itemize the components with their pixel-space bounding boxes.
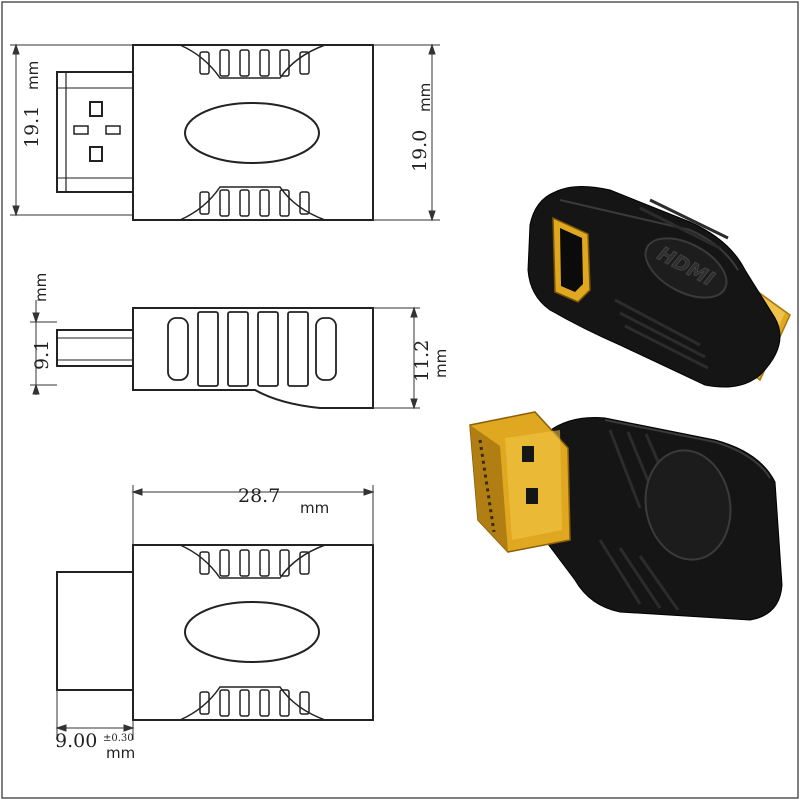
- side-view-right-dimension-value: 11.2: [411, 340, 433, 382]
- adapter-photo-upper: [527, 186, 791, 388]
- top-view-left-dimension-value: 19.1: [21, 106, 43, 148]
- side-view-plug: [56, 329, 134, 367]
- top-view-plug: [56, 71, 134, 193]
- side-view-right-dimension-unit: mm: [432, 349, 450, 378]
- bottom-view-plug-dimension-unit: mm: [106, 744, 135, 762]
- top-view-body: [132, 44, 374, 221]
- bottom-view-width-dimension-value: 28.7: [238, 485, 280, 507]
- adapter-photo-lower: [469, 411, 783, 621]
- bottom-view-dimension-lines: [55, 485, 375, 740]
- lower-logo-oval: [644, 449, 732, 561]
- side-view-left-dimension-unit: mm: [32, 273, 50, 302]
- top-view-left-dimension-unit: mm: [24, 61, 42, 90]
- lower-plug-hole-top: [522, 446, 534, 462]
- bottom-view-plug: [56, 571, 134, 691]
- bottom-view-body: [132, 544, 374, 721]
- bottom-view-drawing: [56, 544, 374, 721]
- upper-body: [527, 186, 781, 388]
- bottom-view-plug-dimension-tolerance: ±0.30: [103, 733, 134, 744]
- top-view-drawing: [56, 44, 374, 221]
- top-view-oval: [184, 102, 320, 164]
- bottom-view-oval: [184, 601, 320, 663]
- side-view-dimension-lines: [30, 300, 420, 410]
- top-view-dimension-lines: [10, 43, 440, 222]
- upper-logo-oval: [644, 237, 728, 299]
- lower-plug-hole-bottom: [526, 488, 538, 504]
- side-view-drawing: [56, 307, 374, 409]
- top-view-right-dimension-value: 19.0: [409, 130, 431, 172]
- side-view-body: [132, 307, 374, 409]
- bottom-view-width-dimension-unit: mm: [300, 499, 329, 517]
- bottom-view-plug-dimension-value: 9.00: [55, 730, 97, 752]
- side-view-left-dimension-value: 9.1: [31, 340, 53, 370]
- top-view-right-dimension-unit: mm: [416, 83, 434, 112]
